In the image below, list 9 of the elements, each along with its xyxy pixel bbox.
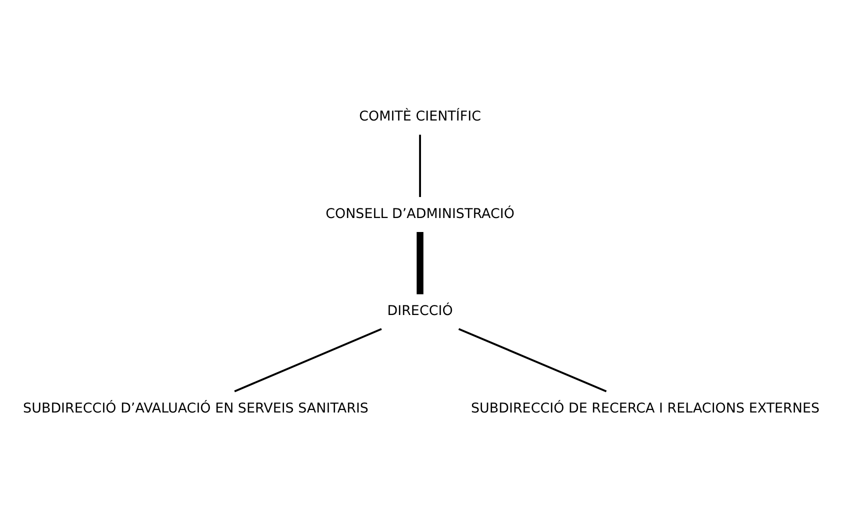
node-text: SUBDIRECCIÓ D’AVALUACIÓ EN SERVEIS SANITARIS	[23, 400, 368, 416]
node-text: SUBDIRECCIÓ DE RECERCA I RELACIONS EXTERNES	[470, 400, 820, 416]
node-text: CONSELL D’ADMINISTRACIÓ	[326, 205, 514, 222]
connector	[416, 231, 424, 294]
connector	[419, 134, 421, 197]
node-text: COMITÈ CIENTÍFIC	[359, 108, 481, 124]
connector	[458, 328, 607, 392]
node-text: DIRECCIÓ	[387, 302, 453, 319]
connector	[234, 328, 382, 392]
